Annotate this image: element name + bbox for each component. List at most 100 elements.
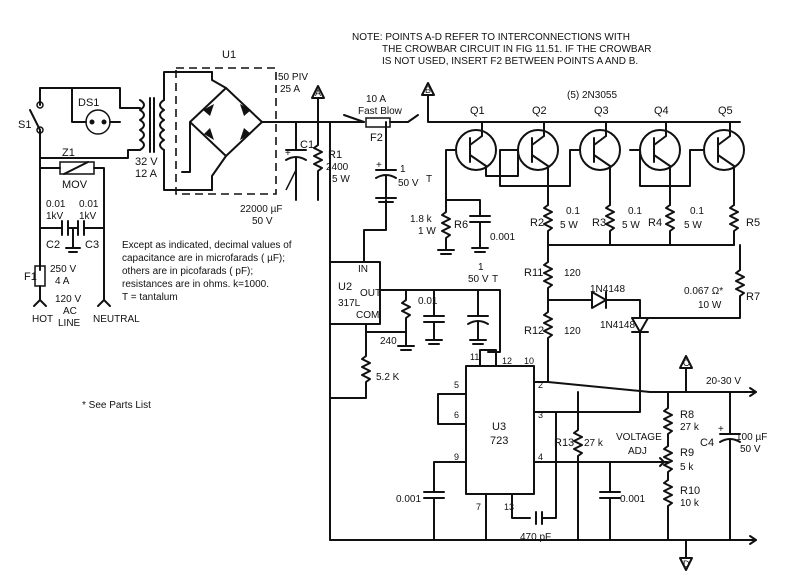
transformer-secondary <box>159 99 165 151</box>
u2-part: 317L <box>338 298 361 309</box>
r12-resistor <box>543 299 553 383</box>
svg-text:+: + <box>376 160 382 171</box>
r3-resistor <box>605 204 615 246</box>
cap2-tantalum: T <box>492 274 498 285</box>
c-0001-pin4 <box>599 461 621 541</box>
r4-resistor <box>665 204 675 246</box>
u2-in-pin: IN <box>358 264 368 275</box>
legend-line-2: capacitance are in microfarads ( µF); <box>122 253 285 264</box>
c1-capacitor <box>285 121 307 201</box>
r1-value-1: 2400 <box>326 162 349 173</box>
r2-label: R2 <box>530 217 544 229</box>
r2-value-1: 0.1 <box>566 206 580 217</box>
parts-list-note: * See Parts List <box>82 400 151 411</box>
c4-label: C4 <box>700 437 714 449</box>
legend-line-1: Except as indicated, decimal values of <box>122 240 292 251</box>
u3-pin-11: 11 <box>470 352 479 362</box>
transformer-core <box>149 97 155 153</box>
r5-label: R5 <box>746 217 760 229</box>
d2-label: 1N4148 <box>600 320 635 331</box>
s1-switch-blade[interactable] <box>29 109 41 131</box>
legend-line-5: T = tantalum <box>122 292 178 303</box>
r7-resistor <box>639 244 745 319</box>
transformer-primary <box>139 99 145 151</box>
cap2-value: 1 <box>478 262 484 273</box>
c-470pf-value: 470 pF <box>520 532 551 543</box>
c-0001-emitter <box>445 199 491 253</box>
u3-pin-5: 5 <box>454 380 459 390</box>
u3-pin-3: 3 <box>538 410 543 420</box>
c-001b-value: 0.01 <box>418 296 438 307</box>
q2-transistor: Q2 <box>517 105 559 171</box>
point-c-label: C <box>683 358 690 368</box>
hot-label: HOT <box>32 314 53 325</box>
r3-label: R3 <box>592 217 606 229</box>
r10-value: 10 k <box>680 498 700 509</box>
u3-pin-13: 13 <box>504 502 514 512</box>
cap2-volt: 50 V <box>468 274 489 285</box>
q5-label: Q5 <box>718 105 733 117</box>
q5-transistor: Q5 <box>703 105 745 171</box>
legend-line-4: resistances are in ohms. k=1000. <box>122 279 269 290</box>
r5-resistor <box>729 204 739 246</box>
c1-label: C1 <box>300 139 314 151</box>
u3-pin-9: 9 <box>454 452 459 462</box>
c4-value-2: 50 V <box>740 444 761 455</box>
q3-label: Q3 <box>594 105 609 117</box>
r1-label: R1 <box>328 149 342 161</box>
r9-value: 5 k <box>680 462 694 473</box>
voltage-adj-label-2: ADJ <box>628 446 647 457</box>
q3-transistor: Q3 <box>579 105 621 171</box>
output-voltage: 20-30 V <box>706 376 741 387</box>
r4-label: R4 <box>648 217 662 229</box>
r13-label: R13 <box>554 437 574 449</box>
u2-com-pin: COM <box>356 310 379 321</box>
cap1-tantalum: T <box>426 174 432 185</box>
r8-value: 27 k <box>680 422 700 433</box>
c3-label: C3 <box>85 239 99 251</box>
c4-capacitor <box>719 391 741 541</box>
f2-type: Fast Blow <box>358 106 403 117</box>
q1-transistor: Q1 <box>455 105 497 171</box>
r7-value-2: 10 W <box>698 300 722 311</box>
r3-value-2: 5 W <box>622 220 640 231</box>
t1-amps: 12 A <box>135 168 158 180</box>
z1-label: Z1 <box>62 147 75 159</box>
c-0001-pin9 <box>423 461 467 541</box>
note-line-2: THE CROWBAR CIRCUIT IN FIG 11.51. IF THE… <box>382 44 651 55</box>
s1-contact-bottom <box>36 126 44 134</box>
r2-value-2: 5 W <box>560 220 578 231</box>
voltage-adj-label-1: VOLTAGE <box>616 432 662 443</box>
q-note: (5) 2N3055 <box>567 90 617 101</box>
r10-resistor <box>663 479 673 541</box>
q1-label: Q1 <box>470 105 485 117</box>
s1-label: S1 <box>18 119 31 131</box>
u2-out-pin: OUT <box>360 288 381 299</box>
q4-label: Q4 <box>654 105 669 117</box>
c3-value-2: 1kV <box>79 211 97 222</box>
cap1-value: 1 <box>400 164 406 175</box>
f1-value-2: 4 A <box>55 276 70 287</box>
u2-label: U2 <box>338 281 352 293</box>
r11-label: R11 <box>524 267 543 279</box>
f1-value-1: 250 V <box>50 264 76 275</box>
c-001-reg <box>423 289 445 345</box>
line-label-3: LINE <box>58 318 81 329</box>
u3-pin-4: 4 <box>538 452 543 462</box>
c1-value-1: 22000 µF <box>240 204 282 215</box>
svg-text:+: + <box>718 424 724 435</box>
note-line-3: IS NOT USED, INSERT F2 BETWEEN POINTS A … <box>382 56 638 67</box>
u3-regulator <box>465 365 535 495</box>
r9-potentiometer[interactable] <box>663 445 673 481</box>
u3-pin-2: 2 <box>538 380 543 390</box>
transistor-array: Q1 Q2 Q3 Q4 Q5 <box>455 105 745 171</box>
f1-label: F1 <box>24 271 37 283</box>
q4-transistor: Q4 <box>639 105 681 171</box>
r8-resistor <box>663 391 673 447</box>
r9-label: R9 <box>680 447 694 459</box>
t1-volts: 32 V <box>135 156 158 168</box>
q2-label: Q2 <box>532 105 547 117</box>
line-label-1: 120 V <box>55 294 81 305</box>
c2-value-1: 0.01 <box>46 199 66 210</box>
